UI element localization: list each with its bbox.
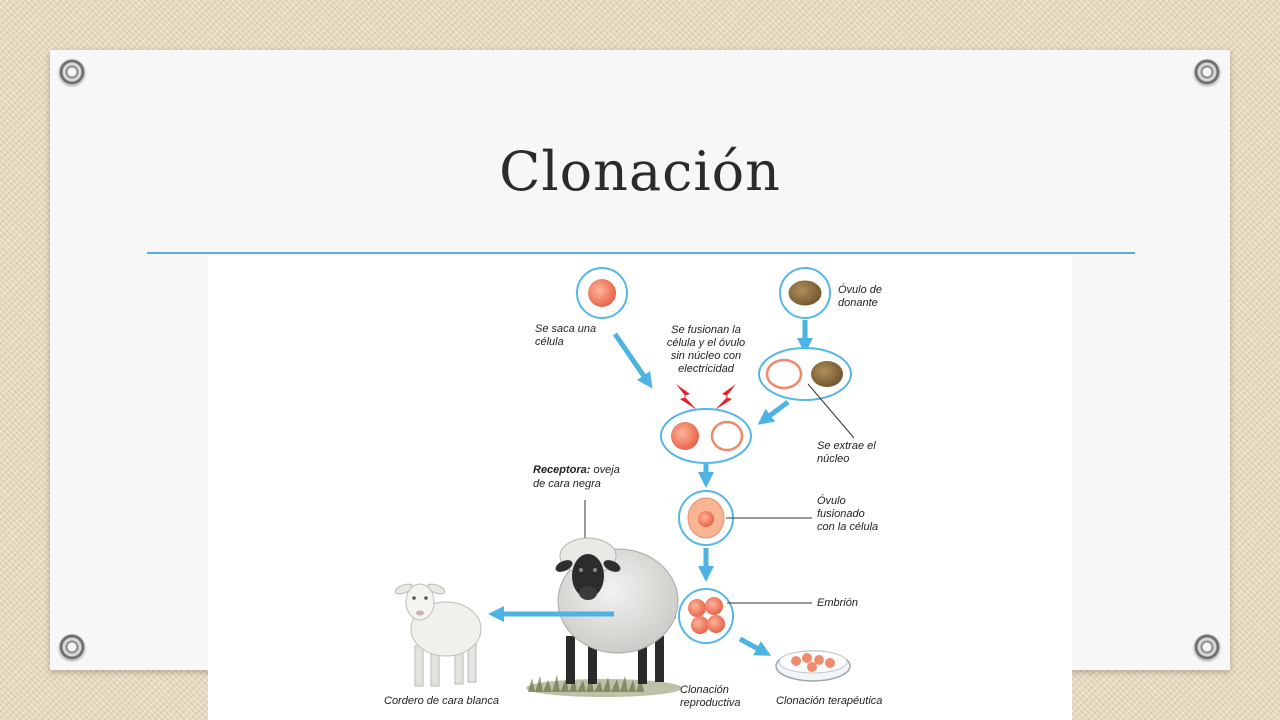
donor-egg (779, 267, 831, 319)
label-clon-reproductiva-1: Clonación (680, 684, 729, 696)
label-extrae-nucleo-1: Se extrae el (817, 440, 876, 452)
petri-dish (775, 650, 851, 682)
slide-title: Clonación (499, 140, 781, 203)
donor-cell (576, 267, 628, 319)
label-clon-reproductiva-2: reproductiva (680, 697, 741, 709)
cloned-lamb (394, 583, 482, 687)
label-ovulo-fusionado-3: con la célula (817, 521, 878, 533)
receptor-ewe (555, 537, 679, 684)
label-receptora-1: Receptora: oveja (533, 464, 620, 476)
lightning-right-icon (715, 384, 736, 410)
label-extrae-nucleo-2: núcleo (817, 453, 849, 465)
arrow-cell-to-fusion (612, 332, 653, 389)
enucleation-cell (758, 347, 852, 401)
label-receptora-2: de cara negra (533, 478, 601, 490)
grommet-bottom-right (1194, 634, 1220, 660)
fused-egg (678, 490, 734, 546)
pointer-extrae-nucleo (807, 383, 855, 439)
grommet-top-left (59, 59, 85, 85)
grommet-top-right (1194, 59, 1220, 85)
label-receptora-rest: oveja (590, 464, 619, 476)
grommet-bottom-left (59, 634, 85, 660)
label-cordero: Cordero de cara blanca (384, 695, 499, 707)
embryo (678, 588, 734, 644)
label-fusionan-4: electricidad (678, 363, 735, 375)
arrow-egg-to-fusion (757, 400, 790, 425)
arrow-embryo-to-dish (738, 636, 772, 656)
label-receptora-bold: Receptora: (533, 464, 591, 476)
fusion-cells (660, 408, 752, 464)
lightning-left-icon (676, 384, 697, 410)
label-fusionan-3: sin núcleo con (671, 350, 741, 362)
label-clonacion-terapeutica: Clonación terapéutica (776, 695, 882, 707)
cloning-diagram: Se saca una célula Óvulo de donante Se e… (208, 256, 1072, 720)
label-ovulo-fusionado-1: Óvulo (817, 494, 846, 507)
label-ovulo-donante-1: Óvulo de (838, 283, 882, 296)
label-ovulo-donante-2: donante (838, 297, 878, 309)
label-fusionan-1: Se fusionan la (671, 324, 741, 336)
label-fusionan-2: célula y el óvulo (667, 337, 745, 349)
label-ovulo-fusionado-2: fusionado (817, 508, 865, 520)
title-divider (147, 252, 1135, 254)
label-saca-celula-1: Se saca una (535, 323, 596, 335)
label-saca-celula-2: célula (535, 336, 564, 348)
label-embrion: Embrión (817, 597, 858, 609)
